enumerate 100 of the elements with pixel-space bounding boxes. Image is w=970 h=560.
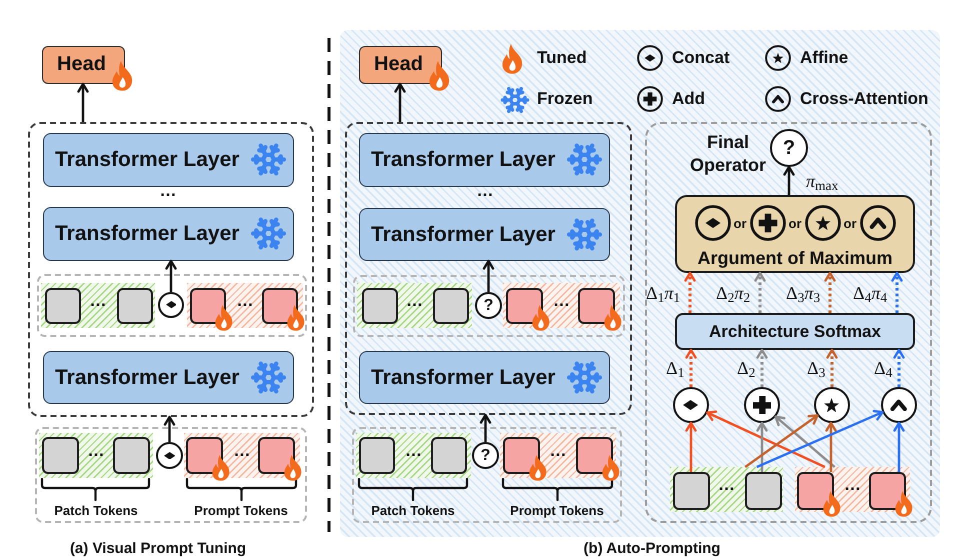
node-caption: Patch Tokens: [371, 503, 455, 519]
edge-label: Δ$_{4}$π$_{4}$: [853, 283, 888, 303]
dotted-arrow: [893, 348, 905, 387]
hatched-band: [184, 433, 300, 478]
edge-label: Δ$_{1}$: [666, 358, 684, 378]
node-label: Transformer Layer: [55, 365, 240, 390]
legend-label: Affine: [800, 47, 848, 69]
token-square: [45, 288, 81, 324]
ellipsis: …: [476, 181, 494, 201]
dotted-arrow: [684, 272, 696, 313]
arrow: [756, 422, 768, 472]
dashed-frame: [645, 122, 932, 523]
ellipsis: …: [844, 475, 861, 495]
or-label: or: [734, 216, 746, 230]
legend-label: Tuned: [537, 47, 587, 69]
arrow: [480, 414, 492, 442]
dotted-arrow: [685, 348, 697, 387]
dotted-arrow: [754, 272, 766, 313]
transformer-layer-block: [359, 351, 610, 404]
node-label: Architecture Softmax: [709, 321, 881, 342]
token-square: [117, 288, 153, 324]
token-group-frame: [35, 427, 307, 523]
node-caption: Prompt Tokens: [510, 503, 604, 519]
arrow: [394, 82, 406, 122]
arrow: [774, 416, 836, 468]
argmax-block: [675, 195, 915, 273]
node-label: ?: [484, 296, 494, 314]
transformer-layer-block: [359, 133, 610, 187]
legend-label: Concat: [672, 47, 730, 69]
token-square: [745, 472, 782, 510]
node-label: Transformer Layer: [55, 221, 240, 246]
or-label: or: [788, 216, 802, 230]
edge-label: π$_{max}$: [806, 171, 838, 191]
legend-label: Add: [672, 88, 706, 110]
node-label: Transformer Layer: [371, 147, 556, 172]
node-label: Head: [57, 53, 106, 76]
hatched-band: [357, 283, 472, 328]
token-square: [113, 437, 150, 474]
arrow: [164, 416, 176, 442]
ellipsis: …: [718, 475, 735, 495]
dashed-frame: [345, 122, 632, 415]
edge-label: Δ$_{2}$π$_{2}$: [716, 283, 750, 303]
arrow: [756, 410, 884, 468]
arrow: [783, 166, 795, 195]
edge-label: Δ$_{3}$: [807, 358, 826, 378]
dotted-arrow: [824, 272, 836, 313]
edge-label: Δ$_{2}$: [737, 358, 756, 378]
dotted-arrow: [826, 348, 838, 387]
node-label: Transformer Layer: [371, 365, 556, 390]
dotted-arrow: [891, 272, 903, 313]
legend-label: Cross-Attention: [800, 88, 928, 110]
ellipsis: …: [236, 291, 254, 311]
hatched-band: [187, 283, 303, 328]
arrow: [165, 260, 177, 292]
ellipsis: …: [88, 441, 104, 461]
edge-label: Δ$_{3}$π$_{3}$: [786, 283, 820, 303]
transformer-layer-block: [43, 351, 294, 404]
transformer-layer-block: [43, 133, 294, 187]
node-caption: Prompt Tokens: [194, 503, 288, 519]
node-caption: Final Operator: [690, 131, 766, 177]
hatched-band: [41, 283, 155, 328]
node-label: ?: [480, 446, 490, 464]
node-label: ?: [782, 137, 796, 159]
arrow: [706, 410, 826, 468]
hatched-band: [356, 433, 471, 478]
ellipsis: …: [553, 291, 570, 311]
token-group-frame: [352, 427, 622, 523]
edge-label: Δ$_{4}$: [874, 358, 892, 378]
arrow: [77, 82, 89, 122]
softmax-block: [675, 313, 915, 350]
hatched-band: [503, 283, 620, 328]
or-label: or: [844, 216, 856, 230]
arrow: [482, 260, 494, 292]
ellipsis: …: [234, 441, 250, 461]
edge-label: Δ$_{1}$π$_{1}$: [646, 283, 680, 303]
arrow: [744, 414, 819, 468]
token-square: [673, 472, 710, 510]
figure-caption: (a) Visual Prompt Tuning: [70, 539, 246, 558]
token-square: [362, 288, 398, 324]
ellipsis: …: [405, 441, 422, 461]
token-square: [431, 437, 467, 474]
legend-label: Frozen: [537, 88, 593, 110]
hatched-band: [39, 433, 153, 478]
ellipsis: …: [406, 291, 423, 311]
node-label: Transformer Layer: [371, 222, 556, 247]
transformer-layer-block: [43, 207, 294, 261]
node-label: Head: [374, 53, 423, 76]
token-square: [359, 437, 395, 474]
ellipsis: …: [550, 441, 566, 461]
dashed-frame: [28, 122, 314, 417]
token-square: [42, 437, 79, 474]
transformer-layer-block: [359, 208, 610, 261]
node-caption: Patch Tokens: [54, 503, 138, 519]
dotted-arrow: [756, 348, 768, 387]
node-label: Transformer Layer: [55, 147, 240, 172]
node-label: Argument of Maximum: [697, 247, 892, 269]
ellipsis: …: [160, 181, 176, 201]
figure-caption: (b) Auto-Prompting: [584, 539, 720, 558]
hatched-band: [670, 467, 783, 512]
arrow: [825, 422, 837, 472]
